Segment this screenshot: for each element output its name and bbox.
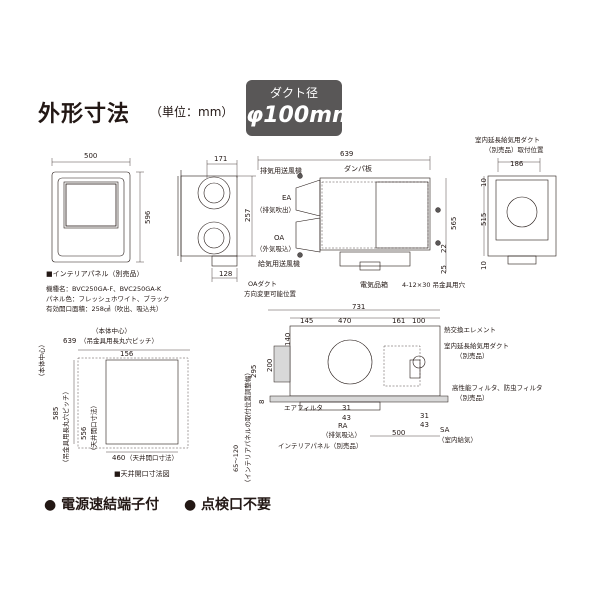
- ceiling-opening-h-label: （天井開口寸法）: [126, 453, 178, 462]
- unit-label: （単位：mm）: [150, 105, 234, 119]
- dim-8-label: 8: [258, 400, 266, 404]
- feature-power-terminal: ● 電源速結端子付: [44, 497, 160, 513]
- hanger-holes-label: 4-12×30 吊金具用穴: [402, 280, 466, 289]
- heat-exchange-label: 熱交換エレメント: [444, 325, 496, 334]
- dim-43b-label: 43: [420, 421, 429, 429]
- dim-145-label: 145: [300, 317, 313, 325]
- dim-22-label: 22: [440, 244, 448, 253]
- dim-585-label: 585: [52, 407, 60, 420]
- indoor-duct-sub-label: （別売品）取付位置: [485, 145, 544, 154]
- dim-200-label: 200: [266, 359, 274, 372]
- direction-change-label: 方向変更可能位置: [244, 289, 297, 298]
- indoor-duct2-label: 室内延長給気用ダクト: [444, 341, 509, 350]
- interior-panel-caption: ■インテリアパネル（別売品）: [46, 269, 143, 278]
- ea-label: EA: [282, 194, 291, 202]
- side-view: 171 257 128: [177, 155, 256, 282]
- supply-fan-label: 給気用送風機: [258, 259, 300, 268]
- dim-500-label: 500: [84, 152, 97, 160]
- exhaust-fan-label: 排気用送風機: [260, 166, 302, 175]
- dim-565-label: 565: [450, 217, 458, 230]
- ra-sub-label: （排気吸込）: [322, 430, 361, 439]
- panel-adjust-label: （インテリアパネルの取付位置調整幅）: [243, 369, 252, 486]
- feature-no-inspection: ● 点検口不要: [183, 497, 272, 513]
- dim-639b-label: 639: [63, 337, 76, 345]
- duct-badge-value: φ100mm: [246, 103, 355, 128]
- page-title: 外形寸法: [38, 102, 131, 127]
- end-view: 室内延長給気用ダクト （別売品）取付位置 186 515 10 10: [475, 135, 557, 270]
- dim-140-label: 140: [284, 333, 292, 346]
- dim-295-label: 295: [250, 365, 258, 378]
- oa-duct-label: OAダクト: [248, 279, 277, 288]
- duct-diameter-badge: ダクト径 φ100mm: [246, 80, 355, 136]
- sold-separately2-label: （別売品）: [456, 393, 489, 402]
- dim-25-label: 25: [440, 265, 448, 274]
- duct-badge-label: ダクト径: [269, 86, 318, 100]
- panel-colors: パネル色：フレッシュホワイト、ブラック: [46, 294, 169, 303]
- dim-161-label: 161: [392, 317, 405, 325]
- electrical-box-label: 電気品箱: [360, 280, 388, 289]
- dim-65-120-label: 65～120: [232, 445, 240, 472]
- dim-128-label: 128: [219, 270, 232, 278]
- dim-171-label: 171: [214, 155, 227, 163]
- sold-separately-label: （別売品）: [456, 351, 489, 360]
- interior-panel-view: 500 596 ■インテリアパネル（別売品） 機種名：BVC250GA-F、BV…: [46, 152, 169, 313]
- model-names: 機種名：BVC250GA-F、BVC250GA-K: [46, 284, 162, 293]
- ceiling-opening-view: （本体中心） 639 （吊金具用長丸穴ピッチ） 156 （本体中心） 585 （…: [37, 326, 190, 478]
- body-center-label: （本体中心）: [92, 326, 131, 335]
- dim-100-label: 100: [412, 317, 425, 325]
- dim-257-label: 257: [244, 209, 252, 222]
- dim-639-label: 639: [340, 150, 353, 158]
- indoor-duct-label: 室内延長給気用ダクト: [475, 135, 540, 144]
- ea-sub-label: （排気吹出）: [256, 205, 295, 214]
- dim-186-label: 186: [510, 160, 524, 168]
- ceiling-diagram-caption: ■天井開口寸法図: [114, 469, 170, 478]
- dim-470-label: 470: [338, 317, 351, 325]
- hp-filter-label: 高性能フィルタ、防虫フィルタ: [452, 383, 543, 392]
- dim-500b-label: 500: [392, 429, 405, 437]
- dim-556-label: 556: [80, 426, 88, 440]
- dim-460-label: 460: [112, 454, 125, 462]
- oa-sub-label: （外気吸込）: [256, 244, 295, 253]
- dim-43a-label: 43: [342, 414, 351, 422]
- hanger-center-label: （吊金具用長丸穴ピッチ）: [80, 336, 158, 345]
- dim-515-label: 515: [480, 213, 488, 226]
- feature-list: ● 電源速結端子付 ● 点検口不要: [44, 494, 291, 514]
- air-filter-label: エアフィルタ: [284, 403, 323, 412]
- plan-view: 639 排気用送風機 ダンパ板 EA （排気吹出） OA （外気吸込） 給気用送…: [244, 150, 466, 298]
- ceiling-opening-v-label: （天井開口寸法）: [89, 402, 98, 454]
- effective-opening-area: 有効開口面積：258㎠（吹出、吸込共）: [46, 304, 162, 313]
- damper-label: ダンパ板: [344, 164, 372, 173]
- hanger-pitch-v-label: （吊金具用長丸穴ピッチ）: [61, 388, 70, 466]
- dim-10a-label: 10: [480, 178, 488, 187]
- body-center-v-label: （本体中心）: [37, 341, 46, 380]
- dim-731-label: 731: [352, 303, 365, 311]
- oa-label: OA: [274, 234, 284, 242]
- sa-label: SA: [440, 426, 450, 434]
- dim-596-label: 596: [144, 210, 152, 224]
- interior-panel-opt-label: インテリアパネル（別売品）: [278, 441, 362, 450]
- sa-sub-label: （室内給気）: [438, 435, 477, 444]
- section-view: 731 145 470 161 100 140 295 200 熱交換エレメント…: [232, 303, 543, 486]
- ra-label: RA: [338, 422, 348, 430]
- dim-31b-label: 31: [420, 412, 429, 420]
- dim-31a-label: 31: [342, 404, 351, 412]
- dim-10b-label: 10: [480, 261, 488, 270]
- dim-156-label: 156: [120, 350, 134, 358]
